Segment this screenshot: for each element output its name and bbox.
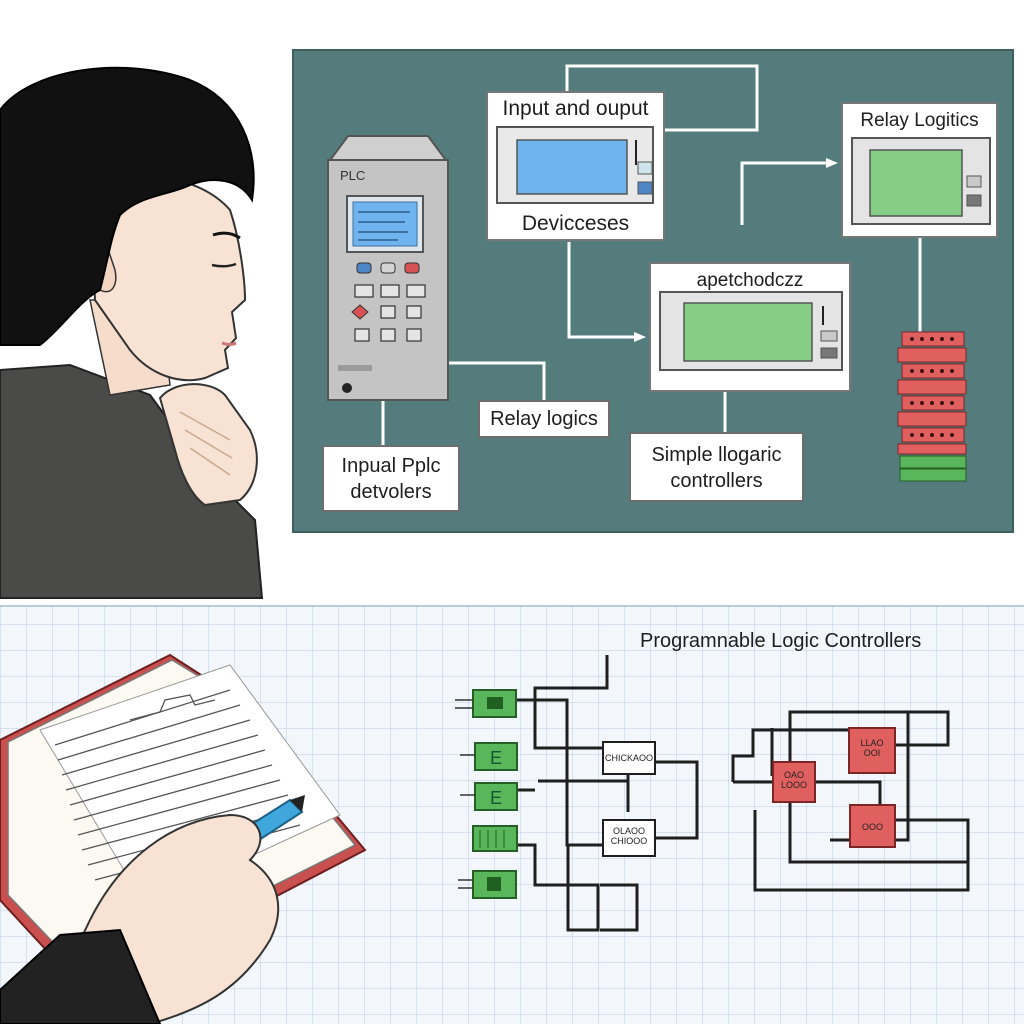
center-device-box (649, 262, 851, 392)
io-box-caption: Devicceses (521, 212, 630, 235)
thinking-person (0, 66, 264, 599)
circuit-components: E E (455, 689, 656, 899)
red-coil-c-label: OOO (861, 822, 883, 832)
red-coil-b-line-1: OAO (783, 770, 804, 780)
io-box-title: Input and ouput (502, 97, 649, 120)
relay-terminal-stack (897, 331, 967, 482)
red-coil-a-label: LLAO OOI (849, 738, 895, 758)
relay-coils (772, 727, 896, 848)
open-notebook (0, 653, 367, 1024)
red-coil-b-line-2: LOOO (780, 780, 807, 790)
input-plc-label: Inpual Pplc detvolers (322, 445, 460, 512)
svg-text:E: E (490, 788, 502, 808)
simple-logic-line-1: Simple llogaric (651, 444, 782, 466)
simple-logic-label: Simple llogaric controllers (629, 432, 804, 502)
plc-label: PLC (340, 168, 366, 183)
center-box-title: apetchodczz (696, 270, 804, 291)
relay-box-title: Relay Logitics (860, 110, 979, 131)
chip-b-line-2: CHIOOO (610, 836, 648, 846)
relay-logic-box (841, 102, 998, 238)
simple-logic-line-2: controllers (670, 470, 763, 492)
red-coil-b-label: OAO LOOO (773, 770, 815, 790)
chip-b-line-1: OLAOO (612, 826, 645, 836)
plc-device (326, 135, 450, 401)
svg-text:E: E (490, 748, 502, 768)
relay-logics-label: Relay logics (478, 400, 610, 438)
chip-a-label: CHICKAOO (604, 753, 653, 763)
notebook-title: Programnable Logic Controllers (640, 630, 922, 652)
board-connectors (381, 64, 922, 445)
input-plc-line-1: Inpual Pplc (341, 455, 441, 477)
io-device-box (486, 91, 665, 241)
chip-b-label: OLAOO CHIOOO (603, 826, 655, 846)
red-coil-a-line-1: LLAO (860, 738, 884, 748)
red-coil-a-line-2: OOI (863, 748, 881, 758)
input-plc-line-2: detvolers (350, 481, 432, 503)
